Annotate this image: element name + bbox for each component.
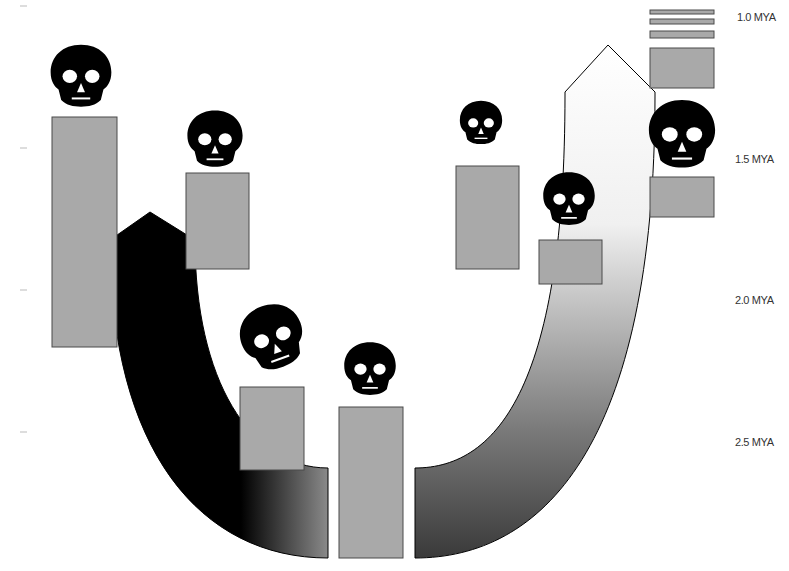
- time-label: 2.5 MYA: [735, 436, 774, 448]
- species-range-bars: [52, 10, 714, 558]
- homo-lineage-arrow: [415, 45, 655, 558]
- time-ticks: [20, 6, 27, 432]
- time-label: 2.0 MYA: [735, 294, 774, 306]
- skull-icons: [51, 45, 715, 395]
- time-label: 1.5 MYA: [735, 153, 774, 165]
- time-label: 1.0 MYA: [737, 11, 776, 23]
